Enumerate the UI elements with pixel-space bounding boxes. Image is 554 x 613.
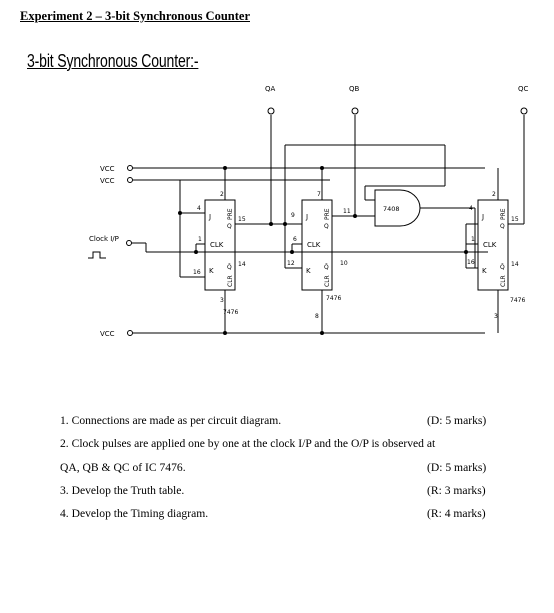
ff1-clr-label: CLR (227, 275, 234, 287)
ff2-pin-k: 12 (287, 260, 295, 267)
vcc-label-top: VCC (100, 165, 115, 173)
output-label-qc: QC (518, 85, 529, 93)
step-marks: (R: 4 marks) (427, 507, 486, 521)
ff1-pre-label: PRE (227, 208, 234, 220)
ff3-pin-j: 4 (469, 205, 473, 212)
ff2-clk-label: CLK (307, 241, 321, 249)
ff3-qbar-label: Q̄ (500, 264, 505, 271)
step-text: 2. Clock pulses are applied one by one a… (60, 437, 436, 451)
ff2-pin-pre: 7 (317, 191, 321, 198)
ff3-pin-k: 16 (467, 259, 475, 266)
ff2-pin-clr: 8 (315, 313, 319, 320)
ff1-pin-qbar: 14 (238, 261, 246, 268)
ff2-k-label: K (306, 267, 311, 275)
procedure-step: 1. Connections are made as per circuit d… (60, 414, 520, 437)
ff3-k-label: K (482, 267, 487, 275)
ff2-pin-clk: 6 (293, 236, 297, 243)
and-gate-label: 7408 (383, 205, 400, 213)
ff1-pin-clk: 1 (198, 236, 202, 243)
ff2-qbar-label: Q̄ (324, 264, 329, 271)
ff2-pin-qbar: 10 (340, 260, 348, 267)
procedure-step: 3. Develop the Truth table. (R: 3 marks) (60, 484, 520, 507)
ff3-pin-clr: 3 (494, 313, 498, 320)
vcc-label-bottom: VCC (100, 330, 115, 338)
ff2-chip-label: 7476 (326, 295, 341, 302)
step-text: 1. Connections are made as per circuit d… (60, 414, 282, 427)
experiment-heading: Experiment 2 – 3-bit Synchronous Counter (20, 9, 250, 23)
procedure-steps: 1. Connections are made as per circuit d… (60, 414, 520, 530)
step-marks: (R: 3 marks) (427, 483, 486, 497)
ff2-j-label: J (305, 213, 308, 221)
procedure-step: 4. Develop the Timing diagram. (R: 4 mar… (60, 507, 520, 530)
ff1-qbar-label: Q̄ (227, 264, 232, 271)
counter-circuit-diagram: QA QB QC VCC VCC VCC Clock I/P 7408 J K … (88, 85, 529, 338)
ff3-pre-label: PRE (500, 208, 507, 220)
ff1-pin-k: 16 (193, 269, 201, 276)
ff3-q-label: Q (500, 223, 505, 230)
output-label-qa: QA (265, 85, 276, 93)
ff1-k-label: K (209, 267, 214, 275)
step-text: QA, QB & QC of IC 7476. (60, 460, 186, 474)
ff1-pin-q: 15 (238, 216, 246, 223)
output-label-qb: QB (349, 85, 360, 93)
ff2-q-label: Q (324, 223, 329, 230)
ff1-clk-label: CLK (210, 241, 224, 249)
step-text: 4. Develop the Timing diagram. (60, 507, 209, 521)
ff1-pin-clr: 3 (220, 297, 224, 304)
ff1-pin-j: 4 (197, 205, 201, 212)
ff1-chip-label: 7476 (223, 309, 238, 316)
ff2-clr-label: CLR (324, 275, 331, 287)
step-text: 3. Develop the Truth table. (60, 483, 185, 497)
ff3-pin-clk: 1 (471, 236, 475, 243)
ff2-pre-label: PRE (324, 208, 331, 220)
procedure-step: QA, QB & QC of IC 7476. (D: 5 marks) (60, 461, 520, 484)
ff3-clk-label: CLK (483, 241, 497, 249)
ff3-pin-pre: 2 (492, 191, 496, 198)
step-marks: (D: 5 marks) (427, 414, 487, 427)
step-marks: (D: 5 marks) (427, 460, 487, 474)
ff1-q-label: Q (227, 223, 232, 230)
clock-input-label: Clock I/P (89, 235, 119, 243)
ff3-chip-label: 7476 (510, 297, 525, 304)
ff1-j-label: J (208, 213, 211, 221)
ff3-j-label: J (481, 213, 484, 221)
section-subheading: 3-bit Synchronous Counter:- (27, 51, 199, 71)
ff2-pin-q: 11 (343, 208, 351, 215)
ff3-pin-q: 15 (511, 216, 519, 223)
ff2-pin-j: 9 (291, 212, 295, 219)
procedure-step: 2. Clock pulses are applied one by one a… (60, 437, 520, 460)
ff3-clr-label: CLR (500, 275, 507, 287)
ff3-pin-qbar: 14 (511, 261, 519, 268)
ff1-pin-pre: 2 (220, 191, 224, 198)
vcc-label-middle: VCC (100, 177, 115, 185)
